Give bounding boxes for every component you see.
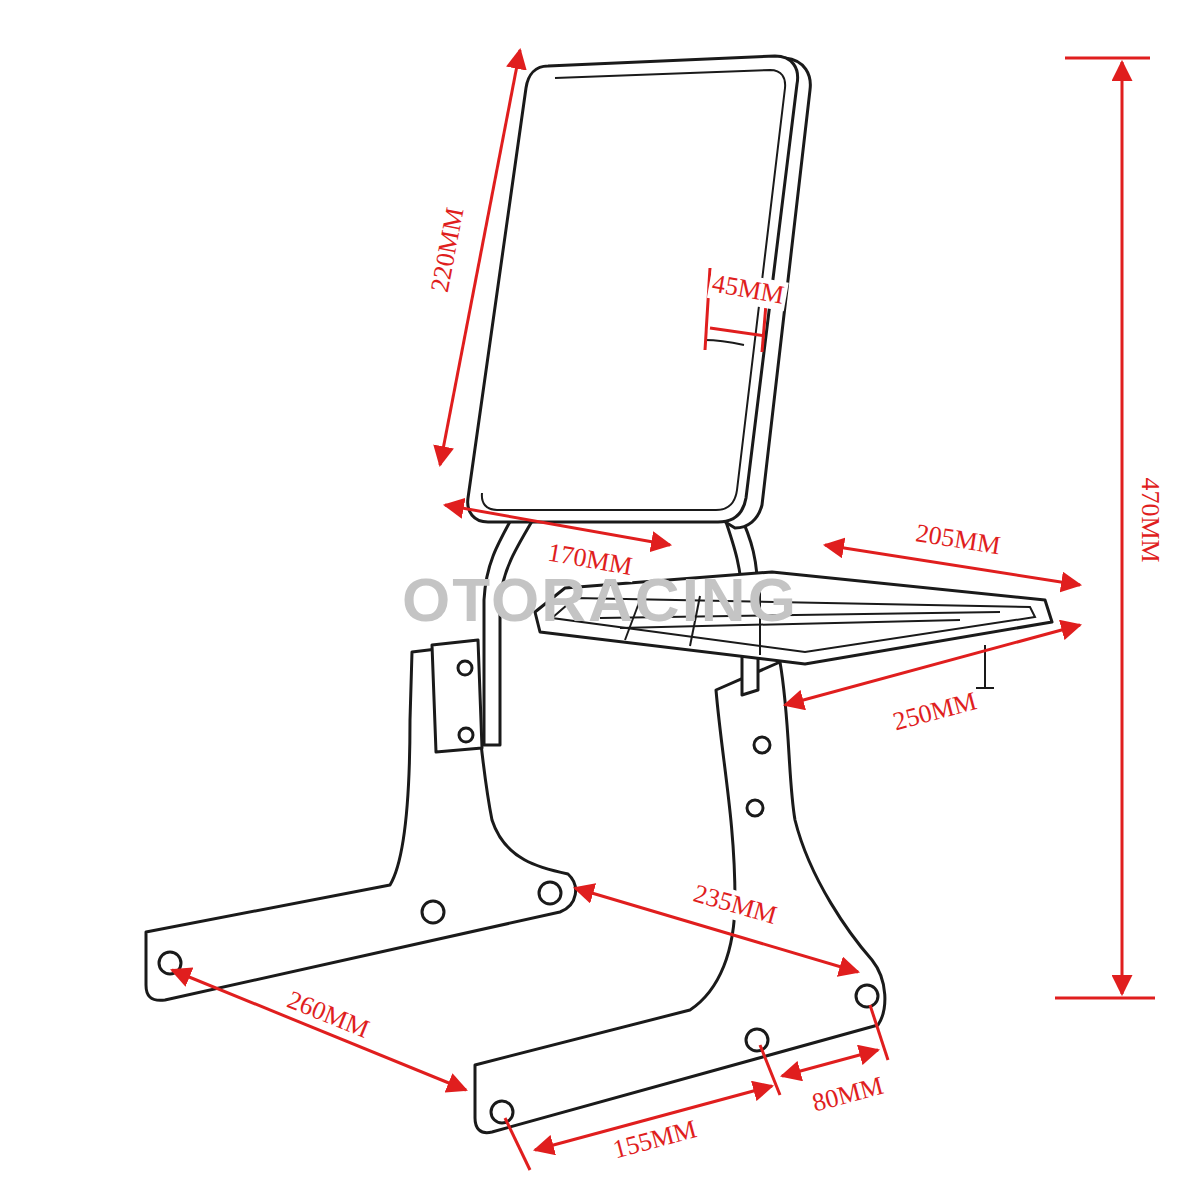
dimension-label: 250MM	[887, 686, 983, 737]
dimension-label: 155MM	[607, 1114, 703, 1165]
dimension-label: 80MM	[807, 1071, 890, 1119]
product-outline	[146, 56, 1052, 1133]
dimension-label: 470MM	[1136, 474, 1165, 565]
dimension-lines	[172, 50, 1155, 1170]
watermark: OTORACING	[402, 569, 798, 631]
dimension-label: 220MM	[425, 202, 470, 297]
dimension-label: 205MM	[911, 519, 1006, 562]
dimension-label: 260MM	[280, 985, 375, 1046]
mounting-holes	[159, 661, 878, 1123]
